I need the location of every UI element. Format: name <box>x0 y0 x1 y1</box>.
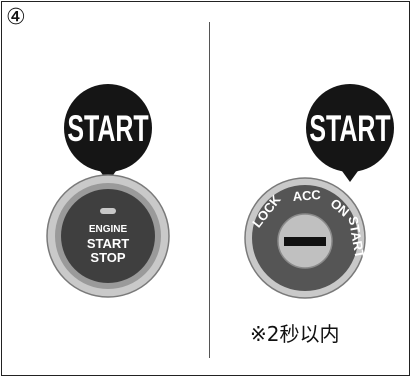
button-line-1: ENGINE <box>89 224 128 235</box>
indicator-light <box>100 208 116 214</box>
key-slot <box>284 237 326 246</box>
engine-start-stop-button: ENGINE START STOP <box>46 174 170 298</box>
step-number: ④ <box>6 5 26 30</box>
right-callout: START <box>306 84 394 182</box>
left-callout: START <box>64 84 152 182</box>
time-note: ※2秒以内 <box>250 322 340 346</box>
button-line-3: STOP <box>90 250 125 265</box>
button-line-2: START <box>87 236 129 251</box>
right-callout-label: START <box>309 108 390 149</box>
instruction-panel <box>1 1 410 376</box>
left-callout-label: START <box>67 108 148 149</box>
position-acc: ACC <box>292 187 322 204</box>
panel-divider <box>209 22 210 358</box>
position-start: START <box>345 215 367 259</box>
key-ignition: LOCK ACC ON START <box>244 177 368 299</box>
